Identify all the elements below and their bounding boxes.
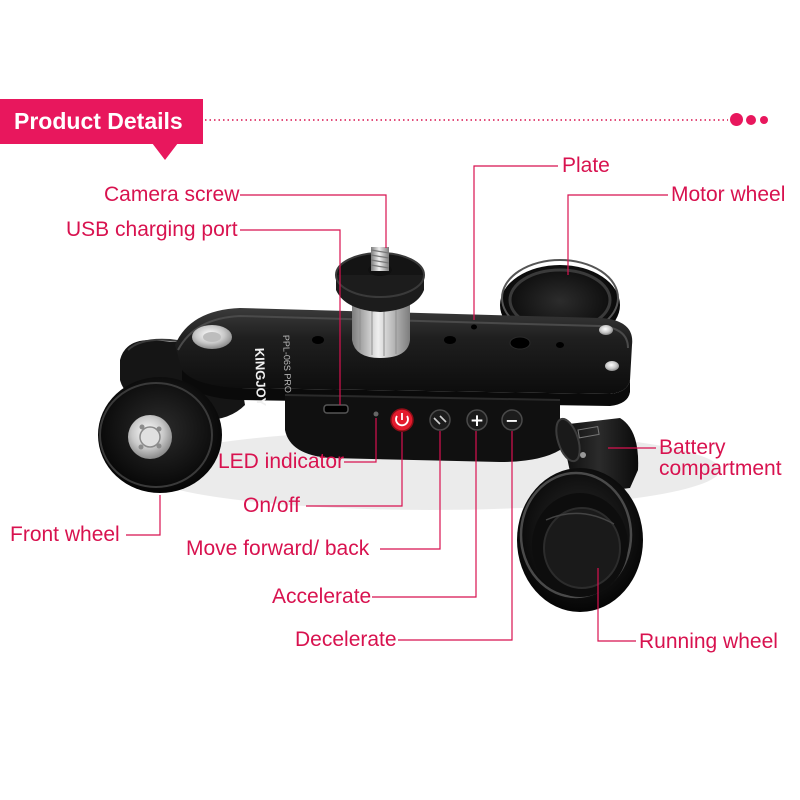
minus-icon: − <box>505 411 518 430</box>
label-onoff: On/off <box>243 494 300 517</box>
move-button[interactable] <box>429 409 451 431</box>
label-move: Move forward/ back <box>186 537 370 560</box>
label-motor-wheel: Motor wheel <box>671 183 786 206</box>
label-camera-screw: Camera screw <box>104 183 240 206</box>
model-text: PPL-06S PRO <box>281 335 293 393</box>
label-accelerate: Accelerate <box>272 585 372 608</box>
label-plate: Plate <box>562 154 610 177</box>
dot-large <box>730 113 743 126</box>
front-wheel <box>98 377 222 493</box>
decelerate-button[interactable] <box>501 409 523 431</box>
camera-screw <box>335 247 425 358</box>
banner-pointer <box>152 143 178 160</box>
running-wheel <box>517 468 643 612</box>
label-led: LED indicator <box>218 450 345 473</box>
label-usb-port: USB charging port <box>66 218 238 241</box>
label-battery-line2: compartment <box>659 457 782 480</box>
dot-medium <box>746 115 756 125</box>
label-battery-line1: Battery <box>659 436 726 459</box>
label-running-wheel: Running wheel <box>639 630 778 653</box>
dot-small <box>760 116 768 124</box>
power-button[interactable] <box>390 408 414 432</box>
brand-logo: KINGJOY <box>252 348 269 407</box>
header-title: Product Details <box>14 108 183 134</box>
plus-icon: + <box>470 411 484 431</box>
accelerate-button[interactable] <box>466 409 488 431</box>
label-decelerate: Decelerate <box>295 628 397 651</box>
header-banner: Product Details <box>0 99 203 144</box>
label-front-wheel: Front wheel <box>10 523 120 546</box>
